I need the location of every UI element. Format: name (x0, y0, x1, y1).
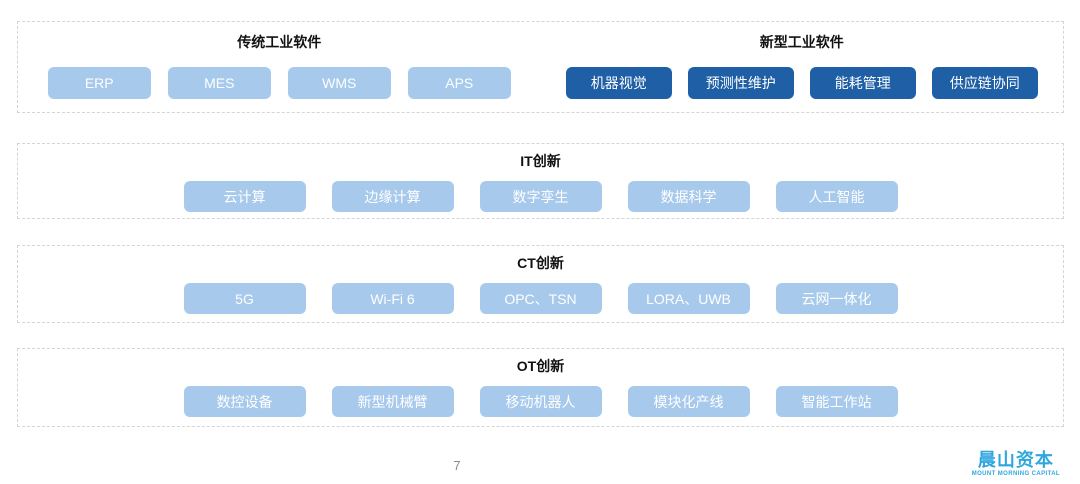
chip-5g: 5G (183, 283, 306, 314)
chip-aps: APS (407, 67, 511, 99)
section-industrial-software: 传统工业软件 ERP MES WMS APS 新型工业软件 机器视觉 预测性维护… (17, 21, 1064, 113)
chip-artificial-intelligence: 人工智能 (775, 181, 898, 212)
logo-subtitle: MOUNT MORNING CAPITAL (971, 471, 1060, 477)
chip-machine-vision: 机器视觉 (565, 67, 672, 99)
chip-modular-production-line: 模块化产线 (627, 386, 750, 417)
chip-edge-computing: 边缘计算 (331, 181, 454, 212)
chip-cnc-equipment: 数控设备 (183, 386, 306, 417)
chip-cloud-computing: 云计算 (183, 181, 306, 212)
traditional-software-chip-row: ERP MES WMS APS (47, 67, 511, 99)
company-logo: 晨山资本 MOUNT MORNING CAPITAL (972, 450, 1060, 477)
chip-digital-twin: 数字孪生 (479, 181, 602, 212)
title-ct-innovation: CT创新 (517, 255, 564, 271)
chip-wms: WMS (287, 67, 391, 99)
chip-cloud-network-integration: 云网一体化 (775, 283, 898, 314)
group-traditional-software: 传统工业软件 ERP MES WMS APS (18, 22, 541, 112)
chip-predictive-maintenance: 预测性维护 (687, 67, 794, 99)
ct-innovation-chip-row: 5G Wi-Fi 6 OPC、TSN LORA、UWB 云网一体化 (18, 283, 1063, 314)
modern-software-chip-row: 机器视觉 预测性维护 能耗管理 供应链协同 (565, 67, 1038, 99)
title-new-industrial-software: 新型工业软件 (759, 34, 844, 50)
chip-data-science: 数据科学 (627, 181, 750, 212)
chip-smart-workstation: 智能工作站 (775, 386, 898, 417)
chip-erp: ERP (47, 67, 151, 99)
title-traditional-industrial-software: 传统工业软件 (237, 34, 322, 50)
chip-opc-tsn: OPC、TSN (479, 283, 602, 314)
ot-innovation-chip-row: 数控设备 新型机械臂 移动机器人 模块化产线 智能工作站 (18, 386, 1063, 417)
it-innovation-chip-row: 云计算 边缘计算 数字孪生 数据科学 人工智能 (18, 181, 1063, 212)
chip-energy-management: 能耗管理 (809, 67, 916, 99)
section-ct-innovation: CT创新 5G Wi-Fi 6 OPC、TSN LORA、UWB 云网一体化 (17, 245, 1064, 323)
chip-supply-chain-collaboration: 供应链协同 (931, 67, 1038, 99)
chip-wifi-6: Wi-Fi 6 (331, 283, 454, 314)
chip-lora-uwb: LORA、UWB (627, 283, 750, 314)
chip-mobile-robot: 移动机器人 (479, 386, 602, 417)
title-ot-innovation: OT创新 (516, 358, 565, 374)
page-number: 7 (453, 458, 461, 473)
logo-text: 晨山资本 (977, 450, 1054, 470)
chip-new-robotic-arm: 新型机械臂 (331, 386, 454, 417)
group-modern-software: 新型工业软件 机器视觉 预测性维护 能耗管理 供应链协同 (541, 22, 1064, 112)
chip-mes: MES (167, 67, 271, 99)
section-ot-innovation: OT创新 数控设备 新型机械臂 移动机器人 模块化产线 智能工作站 (17, 348, 1064, 427)
section-it-innovation: IT创新 云计算 边缘计算 数字孪生 数据科学 人工智能 (17, 143, 1064, 219)
title-it-innovation: IT创新 (520, 153, 561, 169)
